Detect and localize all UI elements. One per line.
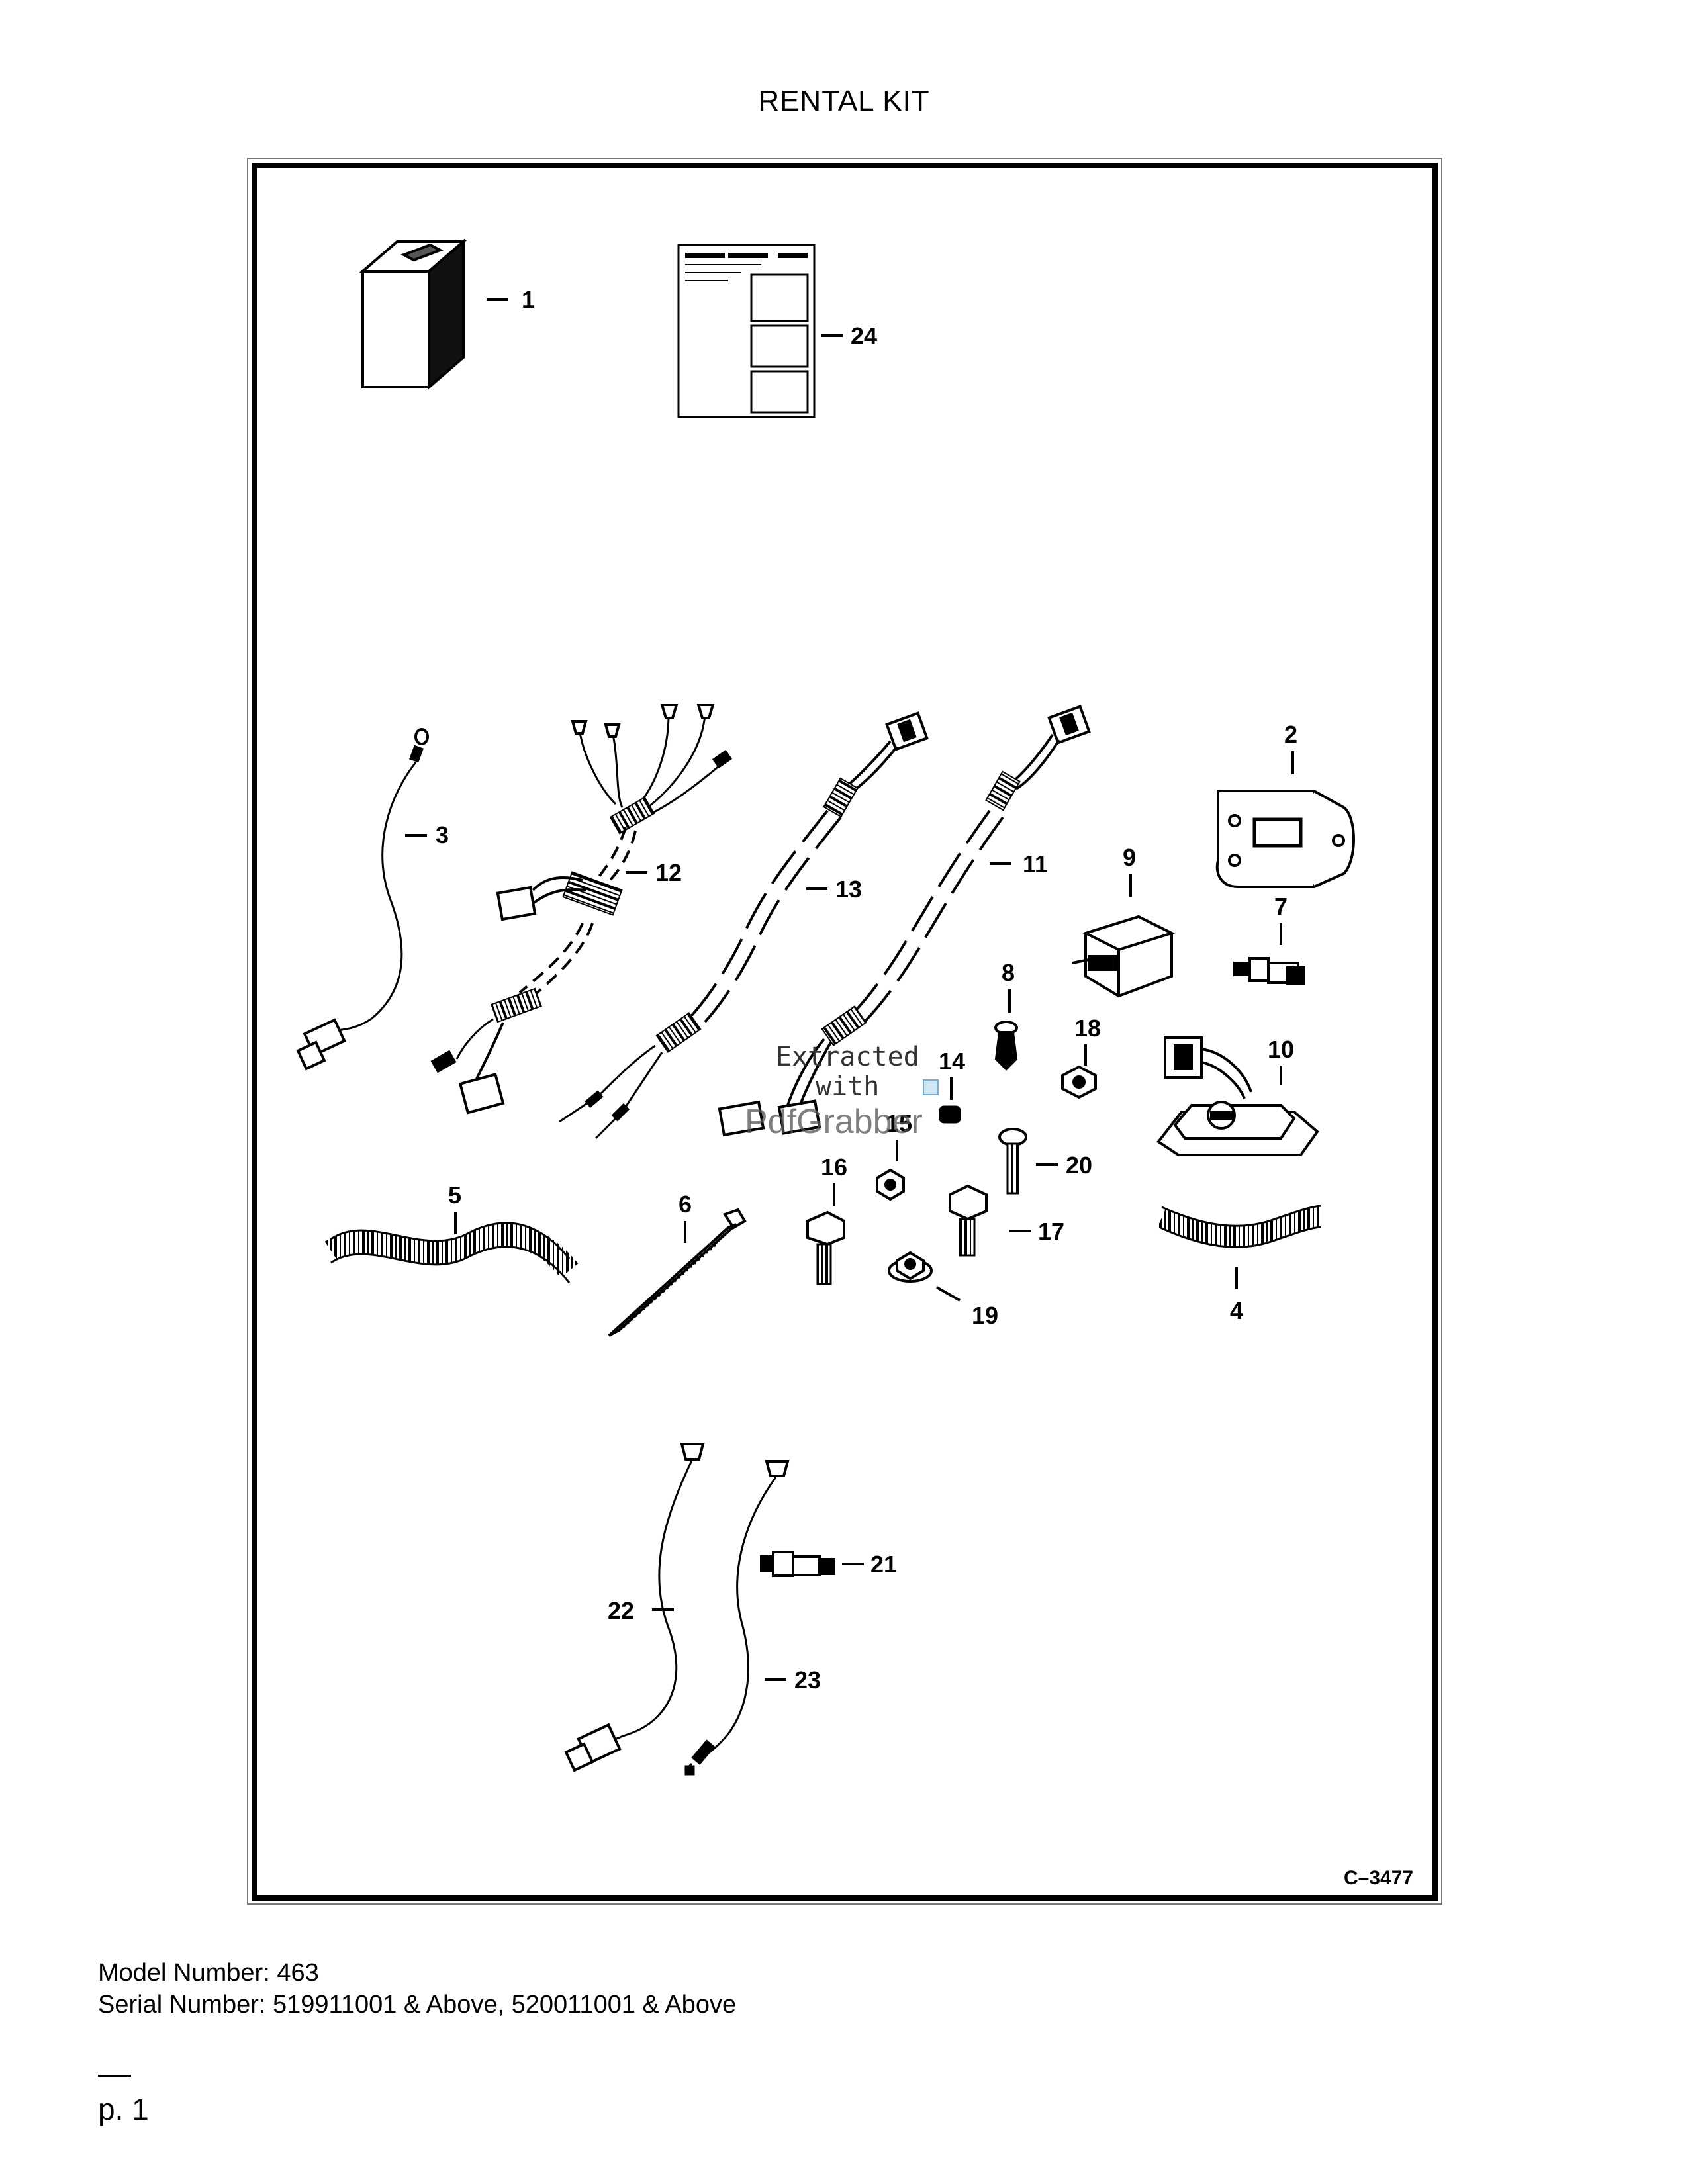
callout-19: 19 [972,1302,998,1329]
callout-9: 9 [1123,844,1136,871]
part-16-bolt [806,1210,845,1285]
callout-17: 17 [1038,1218,1064,1245]
callout-labels: 1 2 3 4 5 6 7 8 9 10 11 12 13 14 15 16 1… [436,286,1413,1889]
callout-12: 12 [655,859,682,886]
svg-text:PdfGrabber: PdfGrabber [745,1103,923,1141]
callout-21: 21 [870,1551,897,1578]
part-8-rivet [994,1021,1018,1071]
diagram-outer-frame [247,158,1442,1905]
svg-text:Extracted: Extracted [776,1042,919,1072]
callout-15: 15 [886,1110,912,1137]
serial-number: Serial Number: 519911001 & Above, 520011… [98,1991,737,2019]
callout-6: 6 [679,1191,692,1218]
part-24-instruction-sheet [677,244,816,418]
callout-18: 18 [1074,1015,1101,1042]
leader-lines [405,298,1294,1681]
callout-3: 3 [436,821,449,848]
callout-22: 22 [608,1597,634,1624]
callout-5: 5 [448,1181,461,1208]
callout-14: 14 [939,1048,965,1075]
part-7-switch [1233,957,1305,985]
part-13-wire-harness [559,711,929,1140]
callout-13: 13 [835,876,862,903]
part-1-box [359,238,467,390]
part-4-tubing [1157,1205,1323,1248]
model-number: Model Number: 463 [98,1959,319,1987]
diagram-frame [252,163,1438,1901]
part-18-nut [1061,1065,1097,1099]
part-21-switch [760,1551,835,1577]
callout-7: 7 [1274,893,1288,920]
part-23-wire [684,1460,790,1776]
figure-reference: C–3477 [1344,1867,1413,1889]
part-5-tubing [324,1222,579,1283]
part-22-wire [564,1443,705,1772]
callout-20: 20 [1066,1152,1092,1179]
page-title: RENTAL KIT [758,85,930,117]
part-14-clip [939,1105,961,1124]
part-6-cable-tie [608,1208,747,1337]
callout-4: 4 [1230,1297,1243,1324]
part-15-nut [876,1168,905,1201]
callout-10: 10 [1268,1036,1294,1063]
callout-2: 2 [1284,721,1297,748]
part-17-bolt [949,1184,988,1257]
callout-8: 8 [1002,959,1015,986]
part-3-wire [296,728,429,1071]
part-9-relay [1072,915,1176,998]
page-dash [98,2075,131,2077]
callout-16: 16 [821,1154,847,1181]
part-10-alarm [1156,1036,1319,1156]
part-2-bracket [1215,790,1355,888]
part-19-nut [888,1251,933,1283]
part-11-wire-harness [718,705,1091,1137]
callout-24: 24 [851,322,877,349]
callout-1: 1 [522,286,535,313]
part-20-screw [998,1128,1027,1195]
part-12-wire-harness [430,704,733,1115]
callout-23: 23 [794,1666,821,1694]
watermark-logo-icon [923,1079,939,1095]
callout-11: 11 [1023,850,1048,878]
svg-text:with: with [816,1071,879,1102]
page-number: p. 1 [98,2092,149,2126]
watermark: Extracted with PdfGrabber [745,1042,939,1141]
